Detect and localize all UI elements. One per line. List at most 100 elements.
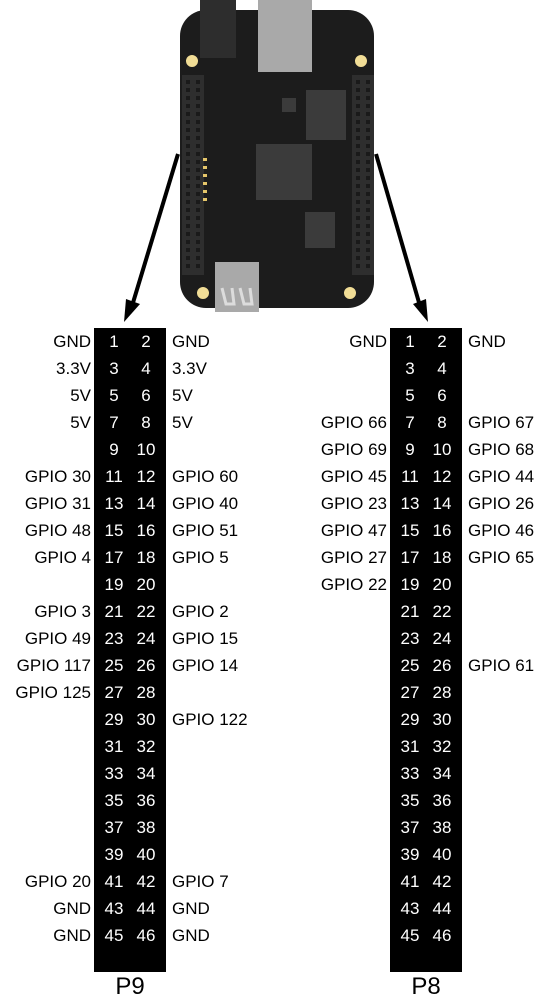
pin-label-p9-4: 3.3V: [172, 359, 207, 378]
pin-p9-8: 8: [141, 413, 151, 432]
pin-label-p9-24: GPIO 15: [172, 629, 239, 648]
pin-p9-6: 6: [141, 386, 151, 405]
pin-label-p8-12: GPIO 44: [468, 467, 535, 486]
pin-label-p9-42: GPIO 7: [172, 872, 229, 891]
arrow-to-p8: [374, 153, 428, 322]
pin-p8-14: 14: [432, 494, 452, 513]
pin-p8-42: 42: [432, 872, 452, 891]
pin-p8-44: 44: [432, 899, 452, 918]
header-name-p8: P8: [411, 973, 441, 1000]
pin-p9-40: 40: [136, 845, 156, 864]
pin-p8-9: 9: [405, 440, 415, 459]
pin-p8-5: 5: [405, 386, 415, 405]
usb-port-detail: [220, 287, 254, 306]
pin-p9-34: 34: [136, 764, 156, 783]
pin-block-p9: [94, 328, 166, 972]
pin-label-p9-23: GPIO 49: [24, 629, 91, 648]
pin-p9-10: 10: [136, 440, 156, 459]
pin-label-p8-18: GPIO 65: [468, 548, 535, 567]
pin-label-p9-41: GPIO 20: [24, 872, 91, 891]
pin-p9-23: 23: [104, 629, 124, 648]
pin-p9-25: 25: [104, 656, 124, 675]
pin-p9-44: 44: [136, 899, 156, 918]
pin-p8-30: 30: [432, 710, 452, 729]
pin-p8-1: 1: [405, 332, 415, 351]
pin-p9-30: 30: [136, 710, 156, 729]
chip-processor: [256, 144, 312, 200]
board-illustration: [124, 0, 428, 322]
pin-p9-17: 17: [104, 548, 124, 567]
pin-p9-29: 29: [104, 710, 124, 729]
pin-p8-4: 4: [437, 359, 447, 378]
pin-block-p8: [390, 328, 462, 972]
pin-p8-19: 19: [400, 575, 420, 594]
pin-p8-3: 3: [405, 359, 415, 378]
pin-label-p9-46: GND: [172, 926, 210, 945]
pin-label-p9-18: GPIO 5: [172, 548, 229, 567]
pin-p9-41: 41: [104, 872, 124, 891]
pin-p9-42: 42: [136, 872, 156, 891]
pin-p8-18: 18: [432, 548, 452, 567]
pin-p8-24: 24: [432, 629, 452, 648]
pin-p8-33: 33: [400, 764, 420, 783]
pin-p9-46: 46: [136, 926, 156, 945]
pin-label-p8-2: GND: [468, 332, 506, 351]
pin-p9-12: 12: [136, 467, 156, 486]
board-header-strip-p8: [352, 75, 374, 275]
pin-label-p8-7: GPIO 66: [320, 413, 387, 432]
pin-p8-43: 43: [400, 899, 420, 918]
pin-label-p9-25: GPIO 117: [16, 656, 91, 675]
pin-p8-6: 6: [437, 386, 447, 405]
pin-label-p9-26: GPIO 14: [172, 656, 239, 675]
serial-header: [203, 158, 207, 201]
pin-p9-5: 5: [109, 386, 119, 405]
pin-p8-20: 20: [432, 575, 452, 594]
pin-p9-3: 3: [109, 359, 119, 378]
pin-p9-38: 38: [136, 818, 156, 837]
pin-p8-40: 40: [432, 845, 452, 864]
pin-p8-29: 29: [400, 710, 420, 729]
pin-label-p9-16: GPIO 51: [172, 521, 239, 540]
mount-hole-top-right: [353, 53, 369, 69]
pin-label-p8-15: GPIO 47: [320, 521, 387, 540]
pin-p9-16: 16: [136, 521, 156, 540]
pin-p9-18: 18: [136, 548, 156, 567]
pin-label-p8-19: GPIO 22: [320, 575, 387, 594]
pin-p8-31: 31: [400, 737, 420, 756]
pin-label-p8-13: GPIO 23: [320, 494, 387, 513]
pin-p8-22: 22: [432, 602, 452, 621]
pin-p9-2: 2: [141, 332, 151, 351]
pin-label-p8-9: GPIO 69: [320, 440, 387, 459]
pin-p8-16: 16: [432, 521, 452, 540]
pin-p8-28: 28: [432, 683, 452, 702]
pin-p8-35: 35: [400, 791, 420, 810]
pin-p9-24: 24: [136, 629, 156, 648]
pin-label-p9-14: GPIO 40: [172, 494, 239, 513]
pin-p8-46: 46: [432, 926, 452, 945]
pin-p9-28: 28: [136, 683, 156, 702]
mount-hole-bottom-right: [342, 285, 358, 301]
pin-p9-43: 43: [104, 899, 124, 918]
pin-label-p9-13: GPIO 31: [24, 494, 91, 513]
pin-label-p9-6: 5V: [172, 386, 193, 405]
pin-p9-39: 39: [104, 845, 124, 864]
ethernet-jack: [258, 0, 312, 72]
pin-label-p8-10: GPIO 68: [468, 440, 535, 459]
pin-p8-21: 21: [400, 602, 420, 621]
chip-memory: [306, 90, 346, 140]
pin-label-p9-2: GND: [172, 332, 210, 351]
pin-p8-34: 34: [432, 764, 452, 783]
pin-p9-31: 31: [104, 737, 124, 756]
pin-p9-19: 19: [104, 575, 124, 594]
pin-label-p9-43: GND: [53, 899, 91, 918]
pin-p9-20: 20: [136, 575, 156, 594]
pin-p9-13: 13: [104, 494, 124, 513]
pin-p8-8: 8: [437, 413, 447, 432]
pin-p9-26: 26: [136, 656, 156, 675]
pin-p8-23: 23: [400, 629, 420, 648]
pin-p9-4: 4: [141, 359, 151, 378]
pin-p9-33: 33: [104, 764, 124, 783]
pin-label-p8-16: GPIO 46: [468, 521, 535, 540]
pin-p9-37: 37: [104, 818, 124, 837]
pin-p8-38: 38: [432, 818, 452, 837]
